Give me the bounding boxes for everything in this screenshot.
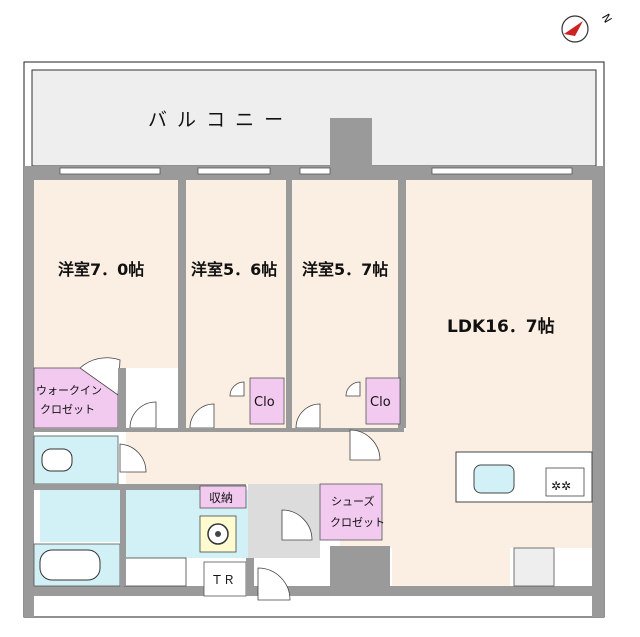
shoe-closet-label-2: クロゼット [330, 516, 385, 529]
shoe-closet [319, 483, 383, 541]
balcony-pillar [330, 118, 372, 166]
door-swing [281, 509, 313, 541]
window [197, 167, 271, 175]
wall-right [592, 166, 604, 617]
wall-bottom-notch [246, 558, 254, 596]
balcony-area [31, 69, 597, 167]
door-swing [129, 401, 157, 429]
wall-interior [178, 180, 186, 428]
closet-1-label: Clo [254, 395, 275, 410]
door-swing [79, 357, 121, 396]
door-swing [295, 403, 321, 429]
window [431, 167, 573, 175]
door-swing [345, 381, 361, 397]
window [299, 167, 331, 175]
bedroom-3-label: 洋室5．7帖 [302, 260, 388, 279]
wall-interior [286, 180, 292, 428]
hallway [126, 432, 340, 484]
wall-left [24, 166, 34, 617]
wall-bottom [24, 586, 604, 596]
wall-interior [398, 180, 406, 428]
ldk-room [406, 180, 592, 430]
door-swing [229, 381, 245, 397]
compass-arrow-icon [564, 21, 583, 36]
compass: N [561, 12, 614, 43]
burner-icon: ✲✲ [551, 479, 571, 493]
storage-label: 収納 [209, 491, 233, 505]
bedroom-2-label: 洋室5．6帖 [191, 260, 277, 279]
trunk-room [203, 561, 247, 597]
door-swing [119, 443, 147, 473]
wall-interior [118, 368, 126, 432]
trunk-room-label: ＴＲ [211, 573, 235, 587]
wall-interior [34, 484, 246, 490]
bedroom-1 [34, 180, 178, 368]
hallway-wall [34, 428, 404, 432]
ldk-label: LDK16．7帖 [447, 316, 555, 337]
walk-in-closet-label-2: クロゼット [40, 403, 95, 416]
closet-2 [365, 377, 401, 425]
washroom [40, 490, 124, 542]
entrance-column [330, 546, 390, 596]
toilet-icon [41, 448, 73, 472]
shoe-closet-label-1: シューズ [331, 494, 374, 508]
bathtub-icon [39, 549, 101, 581]
fridge-space [513, 547, 555, 587]
wash-basin [123, 557, 187, 587]
compass-north-label: N [599, 12, 614, 26]
entrance-door-swing [257, 567, 291, 601]
door-swing [349, 429, 381, 461]
balcony-label: バ ル コ ニ ー [148, 109, 285, 131]
wall-interior [120, 490, 126, 586]
kitchen-sink [473, 464, 515, 494]
closet-1 [249, 377, 285, 425]
bedroom-1-label: 洋室7．0帖 [58, 260, 144, 279]
stove [545, 467, 585, 497]
ldk-room-bottom [392, 548, 510, 586]
storage [199, 485, 247, 509]
walk-in-closet-label-1: ウォークイン [36, 384, 102, 397]
window [59, 167, 161, 175]
closet-2-label: Clo [370, 395, 391, 410]
door-swing [189, 403, 215, 429]
